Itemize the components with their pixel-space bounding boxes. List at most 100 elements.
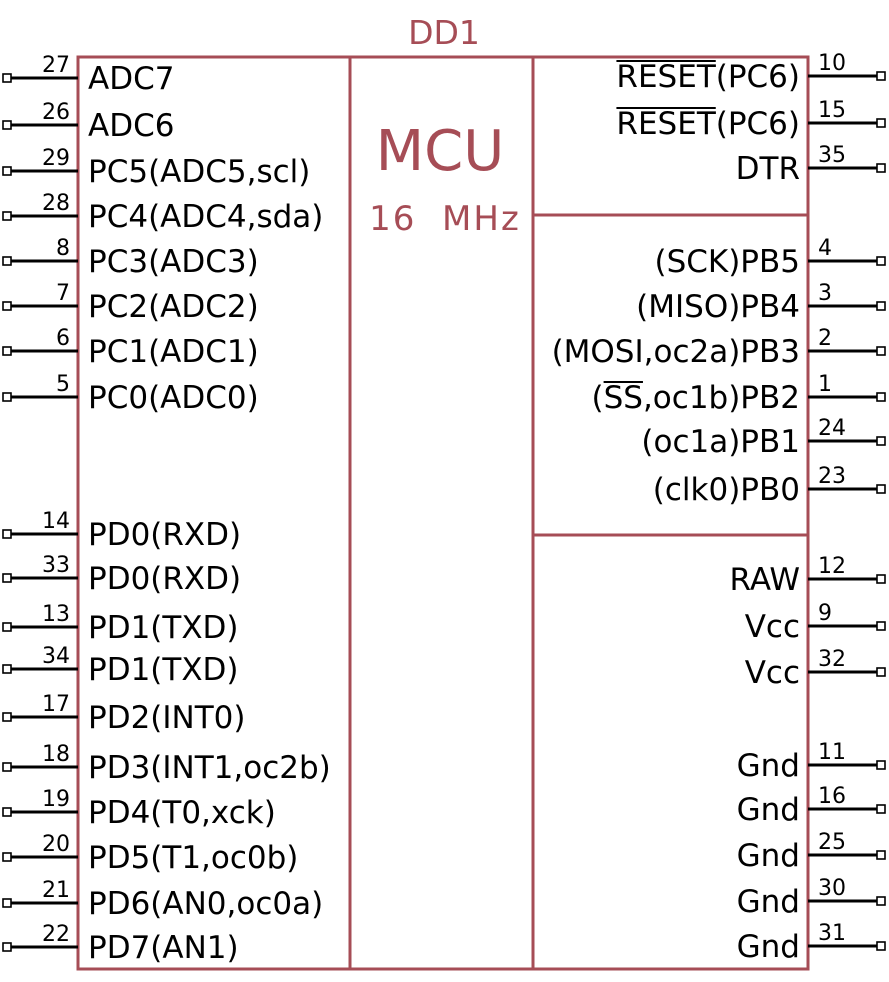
pin-connection-point bbox=[876, 667, 886, 677]
pin-connection-point bbox=[2, 807, 12, 817]
pin-connection-point bbox=[2, 120, 12, 130]
pin-connection-point bbox=[2, 898, 12, 908]
pin-connection-point bbox=[876, 256, 886, 266]
pin-label: Gnd bbox=[737, 792, 800, 828]
pin-number: 3 bbox=[818, 281, 832, 306]
pin-label: PD2(INT0) bbox=[88, 700, 245, 736]
pin-label: Gnd bbox=[737, 884, 800, 920]
pin-label: PD1(TXD) bbox=[88, 652, 239, 688]
pin-number: 18 bbox=[42, 742, 70, 767]
pin-number: 7 bbox=[56, 281, 70, 306]
pin-number: 33 bbox=[42, 553, 70, 578]
pin-connection-point bbox=[876, 118, 886, 128]
pin-number: 30 bbox=[818, 876, 846, 901]
pin-left: 14 PD0(RXD) bbox=[2, 509, 241, 553]
pin-connection-point bbox=[876, 71, 886, 81]
pin-connection-point bbox=[2, 301, 12, 311]
pin-number: 9 bbox=[818, 601, 832, 626]
pin-label: PC3(ADC3) bbox=[88, 244, 259, 280]
pin-number: 4 bbox=[818, 236, 832, 261]
pin-right: 15 RESET(PC6) bbox=[616, 98, 886, 142]
pin-label: Vcc bbox=[745, 655, 800, 691]
pin-label: ADC6 bbox=[88, 108, 174, 144]
pin-label: PD4(T0,xck) bbox=[88, 795, 276, 831]
pin-left: 18 PD3(INT1,oc2b) bbox=[2, 742, 331, 786]
pin-number: 19 bbox=[42, 787, 70, 812]
pin-right: 23 (clk0)PB0 bbox=[653, 464, 886, 508]
pin-connection-point bbox=[2, 346, 12, 356]
pin-connection-point bbox=[2, 73, 12, 83]
pin-connection-point bbox=[876, 346, 886, 356]
pin-right: 24 (oc1a)PB1 bbox=[641, 416, 886, 460]
pin-connection-point bbox=[876, 941, 886, 951]
pin-number: 28 bbox=[42, 191, 70, 216]
pin-number: 6 bbox=[56, 326, 70, 351]
pin-label: RESET(PC6) bbox=[616, 59, 800, 95]
pin-number: 17 bbox=[42, 692, 70, 717]
pin-connection-point bbox=[2, 256, 12, 266]
pin-number: 25 bbox=[818, 830, 846, 855]
pin-label: PD0(RXD) bbox=[88, 517, 241, 553]
pin-number: 16 bbox=[818, 784, 846, 809]
pin-right: 2 (MOSI,oc2a)PB3 bbox=[552, 326, 886, 370]
pin-connection-point bbox=[2, 664, 12, 674]
pin-connection-point bbox=[2, 852, 12, 862]
pin-label: DTR bbox=[736, 151, 800, 187]
pin-label: RESET(PC6) bbox=[616, 106, 800, 142]
pin-label: PD0(RXD) bbox=[88, 561, 241, 597]
pin-connection-point bbox=[876, 760, 886, 770]
pin-number: 15 bbox=[818, 98, 846, 123]
pin-number: 13 bbox=[42, 602, 70, 627]
pin-number: 34 bbox=[42, 644, 70, 669]
pin-left: 34 PD1(TXD) bbox=[2, 644, 239, 688]
pin-connection-point bbox=[876, 436, 886, 446]
pin-left: 33 PD0(RXD) bbox=[2, 553, 241, 597]
pin-label: (MISO)PB4 bbox=[636, 289, 800, 325]
pin-label: PD5(T1,oc0b) bbox=[88, 840, 298, 876]
pin-number: 2 bbox=[818, 326, 832, 351]
pin-number: 23 bbox=[818, 464, 846, 489]
pin-label: Vcc bbox=[745, 609, 800, 645]
pin-connection-point bbox=[876, 574, 886, 584]
pin-number: 24 bbox=[818, 416, 846, 441]
pin-number: 29 bbox=[42, 146, 70, 171]
pin-number: 11 bbox=[818, 740, 846, 765]
pin-label: PD3(INT1,oc2b) bbox=[88, 750, 331, 786]
pin-connection-point bbox=[876, 484, 886, 494]
pin-number: 1 bbox=[818, 372, 832, 397]
pin-label: (SCK)PB5 bbox=[654, 244, 800, 280]
pin-connection-point bbox=[876, 850, 886, 860]
pin-connection-point bbox=[2, 211, 12, 221]
component-value: MCU bbox=[376, 119, 504, 184]
pin-label: (clk0)PB0 bbox=[653, 472, 800, 508]
pin-right: 4 (SCK)PB5 bbox=[654, 236, 886, 280]
pin-right: 3 (MISO)PB4 bbox=[636, 281, 886, 325]
pin-number: 21 bbox=[42, 878, 70, 903]
pin-number: 5 bbox=[56, 372, 70, 397]
pin-right: 1(SS,oc1b)PB2 bbox=[592, 372, 886, 416]
pin-connection-point bbox=[2, 392, 12, 402]
pin-number: 31 bbox=[818, 921, 846, 946]
pin-label: (MOSI,oc2a)PB3 bbox=[552, 334, 800, 370]
pin-number: 35 bbox=[818, 143, 846, 168]
pin-number: 14 bbox=[42, 509, 70, 534]
pin-number: 27 bbox=[42, 53, 70, 78]
pin-right: 9 Vcc bbox=[745, 601, 886, 645]
pin-label: (oc1a)PB1 bbox=[641, 424, 800, 460]
